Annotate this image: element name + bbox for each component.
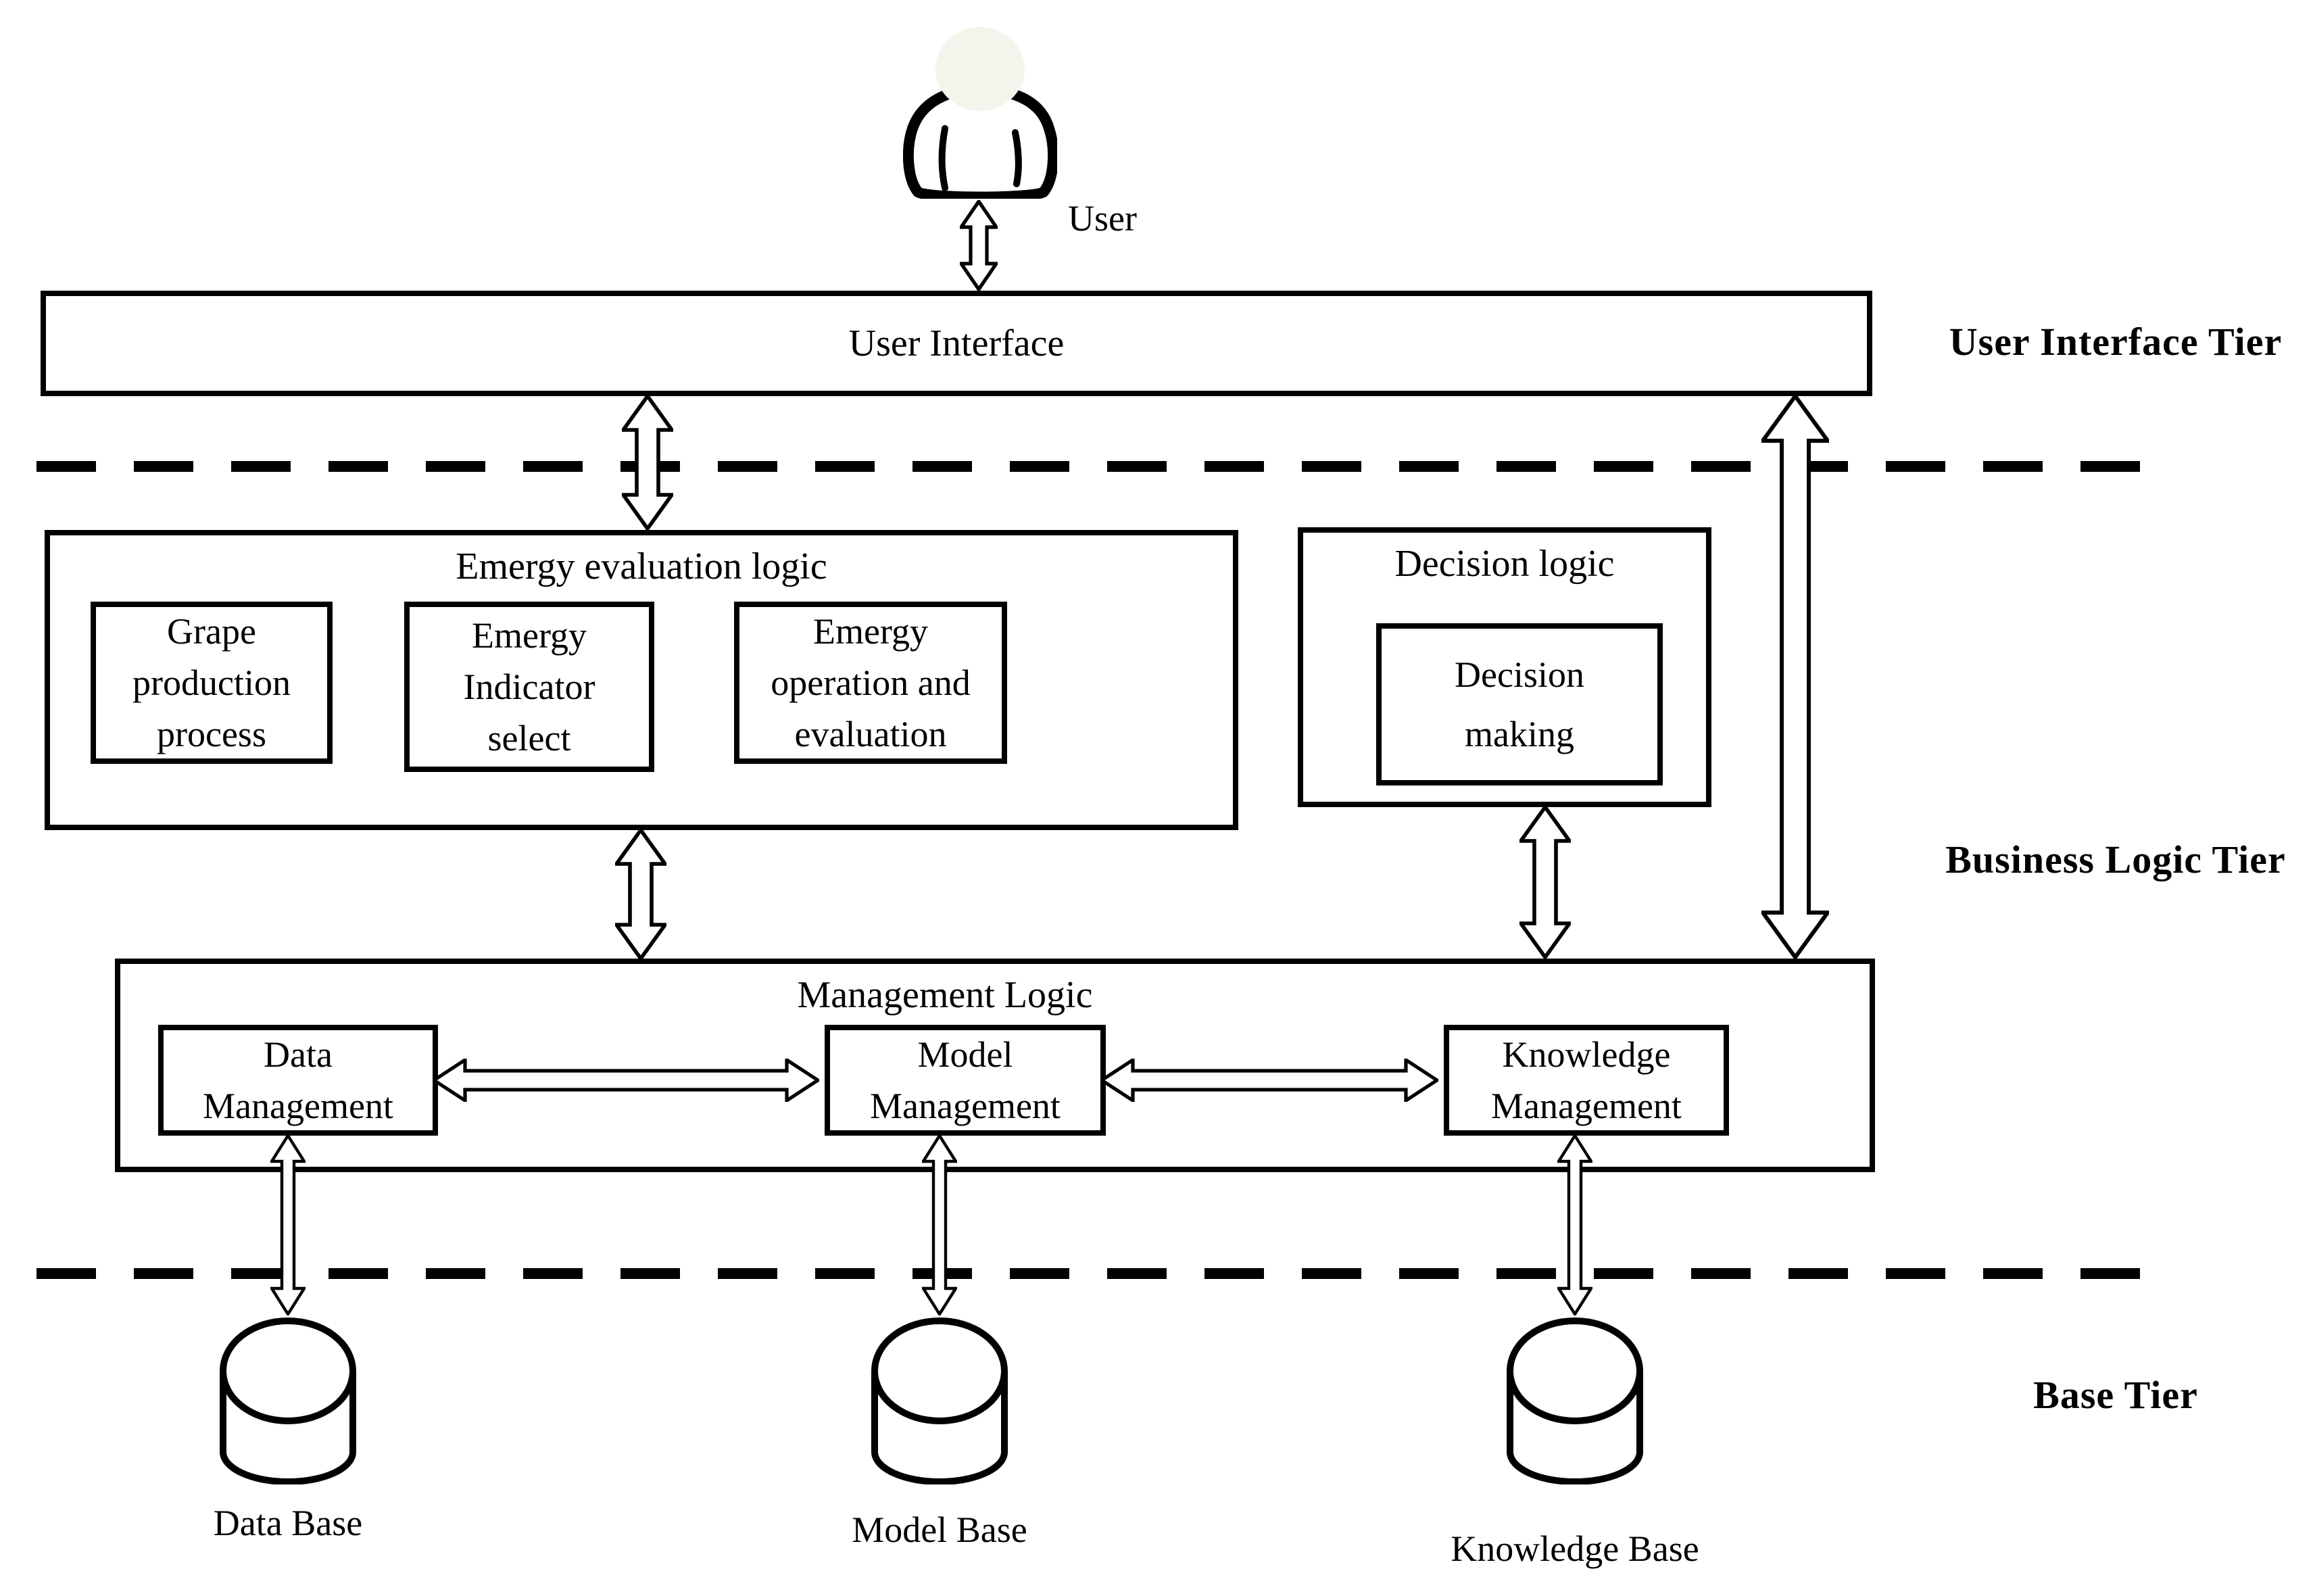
user-icon <box>903 27 1057 199</box>
model-base-cylinder <box>871 1317 1008 1484</box>
data-management-box: Data Management <box>158 1025 438 1136</box>
decision-management-arrow <box>1519 806 1571 959</box>
knowledge-base-cylinder <box>1507 1317 1644 1484</box>
emergy-management-arrow <box>615 829 666 960</box>
user-interface-label: User Interface <box>848 322 1065 364</box>
ui-emergy-arrow <box>622 395 673 530</box>
emergy-indicator-line2: Indicator <box>463 667 595 707</box>
emergy-indicator-line1: Emergy <box>472 615 587 656</box>
knowledge-db-arrow <box>1557 1134 1592 1315</box>
model-management-box: Model Management <box>825 1025 1106 1136</box>
management-logic-box: Management Logic Data Management Model M… <box>115 959 1875 1172</box>
grape-production-box: Grape production process <box>91 602 333 764</box>
model-management-line1: Model <box>917 1034 1013 1075</box>
decision-logic-title: Decision logic <box>1394 543 1615 585</box>
decision-making-line2: making <box>1465 714 1574 754</box>
emergy-operation-box: Emergy operation and evaluation <box>734 602 1007 764</box>
emergy-operation-line1: Emergy <box>813 611 928 652</box>
user-ui-arrow <box>960 200 998 291</box>
decision-making-line1: Decision <box>1455 654 1584 695</box>
grape-production-line2: production <box>132 662 291 703</box>
data-management-line1: Data <box>264 1034 333 1075</box>
data-model-arrow <box>433 1059 819 1102</box>
decision-logic-box: Decision logic Decision making <box>1298 527 1711 807</box>
emergy-evaluation-title: Emergy evaluation logic <box>456 546 827 587</box>
knowledge-base-label: Knowledge Base <box>1451 1528 1699 1569</box>
model-db-arrow <box>922 1134 957 1315</box>
grape-production-line1: Grape <box>167 611 256 652</box>
tier-label-user-interface: User Interface Tier <box>1949 320 2283 364</box>
user-interface-box: User Interface <box>41 291 1872 396</box>
data-base-cylinder <box>220 1317 357 1484</box>
emergy-indicator-line3: select <box>487 718 571 758</box>
tier-separator-2 <box>36 1268 2151 1279</box>
model-management-line2: Management <box>870 1086 1061 1126</box>
tier-separator-1 <box>36 461 2151 472</box>
data-management-line2: Management <box>203 1086 393 1126</box>
knowledge-management-box: Knowledge Management <box>1444 1025 1729 1136</box>
grape-production-line3: process <box>157 714 266 754</box>
model-base-label: Model Base <box>852 1509 1027 1550</box>
knowledge-management-line1: Knowledge <box>1502 1034 1671 1075</box>
decision-making-box: Decision making <box>1376 623 1663 785</box>
emergy-operation-line3: evaluation <box>794 714 947 754</box>
tier-label-business-logic: Business Logic Tier <box>1945 838 2286 881</box>
data-db-arrow <box>270 1134 306 1315</box>
emergy-operation-line2: operation and <box>771 662 971 703</box>
tier-label-base: Base Tier <box>2033 1373 2198 1417</box>
management-logic-title: Management Logic <box>797 974 1093 1016</box>
user-label: User <box>1068 198 1137 239</box>
model-knowledge-arrow <box>1100 1059 1438 1102</box>
knowledge-management-line2: Management <box>1491 1086 1682 1126</box>
ui-management-arrow <box>1761 395 1829 959</box>
emergy-indicator-box: Emergy Indicator select <box>404 602 654 772</box>
data-base-label: Data Base <box>213 1503 363 1543</box>
emergy-evaluation-box: Emergy evaluation logic Grape production… <box>45 530 1238 830</box>
